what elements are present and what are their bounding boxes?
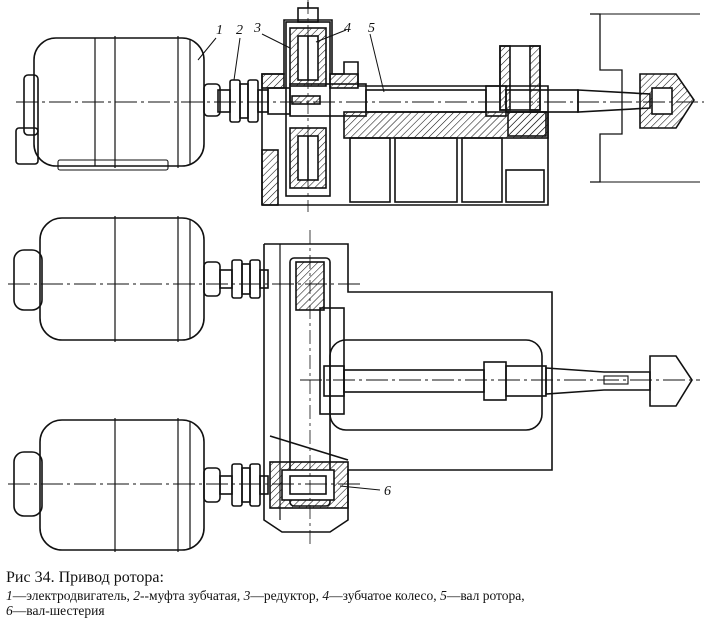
callout-4: 4 <box>344 21 351 36</box>
legend-item-5: 5—вал ротора, <box>440 588 525 603</box>
reducer-housing-plan <box>263 243 553 533</box>
callout-2: 2 <box>236 23 243 38</box>
plan-view <box>13 216 693 552</box>
leader-lines <box>197 29 385 491</box>
callout-1: 1 <box>216 23 223 38</box>
side-section-view <box>15 2 700 206</box>
motor-top <box>15 36 221 171</box>
callout-5: 5 <box>368 21 375 36</box>
legend-item-6: 6—вал-шестерия <box>6 603 105 618</box>
motor-upper-plan <box>13 216 269 342</box>
legend-item-3: 3—редуктор, <box>243 588 323 603</box>
caption-legend: 1—электродвигатель, 2--муфта зубчатая, 3… <box>6 588 702 618</box>
callout-3: 3 <box>253 21 261 36</box>
caption-title: Рис 34. Привод ротора: <box>6 569 164 586</box>
coupling-top <box>217 79 269 123</box>
figure-caption: Рис 34. Привод ротора: 1—электродвигател… <box>6 568 702 618</box>
callout-6: 6 <box>384 484 391 499</box>
legend-item-2: 2--муфта зубчатая, <box>133 588 244 603</box>
motor-lower-plan <box>13 418 269 552</box>
rotor-table-top <box>590 13 700 183</box>
rotor-shaft-top <box>267 83 651 117</box>
legend-item-1: 1—электродвигатель, <box>6 588 134 603</box>
rotor-shaft-plan <box>323 355 693 407</box>
legend-item-4: 4—зубчатое колесо, <box>322 588 441 603</box>
